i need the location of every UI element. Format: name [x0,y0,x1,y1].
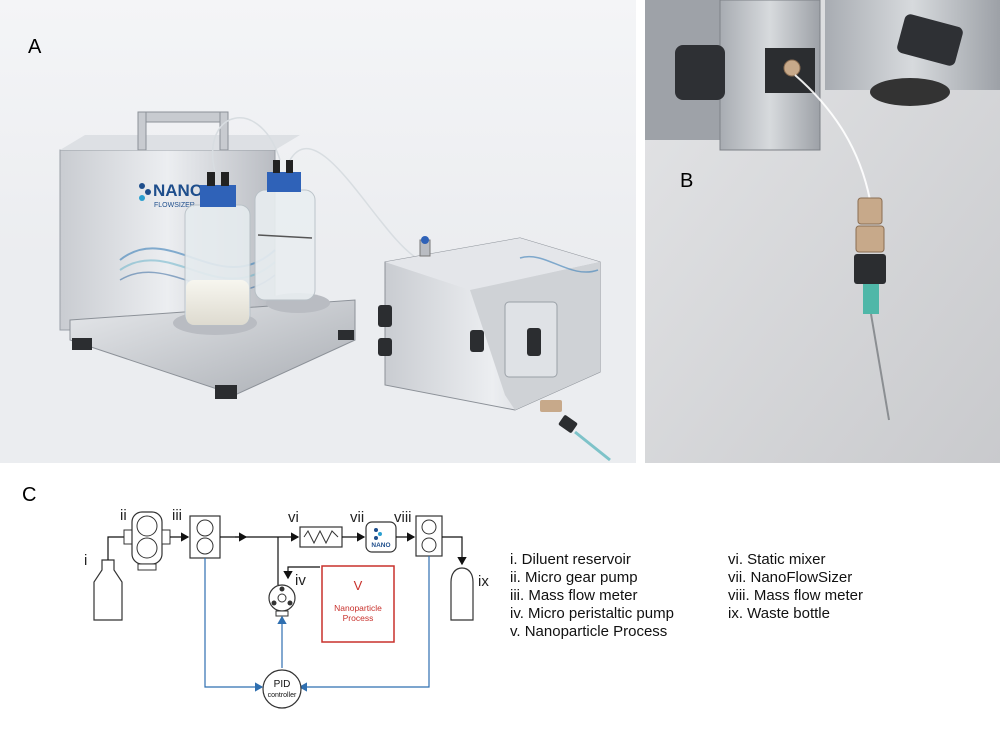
pid-label: PID [274,679,291,690]
legend-item-i: i. Diluent reservoir [510,551,631,568]
connector-closeup-photo [645,0,1000,463]
panel-label-a: A [28,36,42,58]
legend-item-ii: ii. Micro gear pump [510,569,638,586]
nfs-icon-text: NANO [371,542,390,549]
panel-label-c: C [22,484,37,506]
mass-flow-meter-1-icon [189,515,221,559]
process-box-line1: Nanoparticle [334,603,382,613]
legend-item-v: v. Nanoparticle Process [510,623,668,640]
diluent-reservoir-icon [93,559,123,621]
brand-text-flowsizer: FLOWSIZER [154,202,195,209]
nano-flowsizer-logo: NANO FLOWSIZER [139,181,203,209]
pid-sublabel: controller [268,692,297,699]
legend-item-ix: ix. Waste bottle [728,605,830,622]
label-ix: ix [478,573,489,590]
label-viii: viii [394,509,412,526]
label-ii: ii [120,507,127,524]
legend-item-viii: viii. Mass flow meter [728,587,864,604]
mass-flow-meter-2-icon [415,515,443,557]
device-setup-photo: NANO FLOWSIZER [0,0,636,463]
legend-item-iv: iv. Micro peristaltic pump [510,605,674,622]
schematic-panel-c: C i ii [0,470,1000,747]
micro-gear-pump-icon [123,511,171,571]
label-i: i [84,552,87,569]
legend-item-iii: iii. Mass flow meter [510,587,638,604]
panel-label-b: B [680,170,694,192]
nanoflowsizer-icon: NANO [365,521,397,553]
label-iv: iv [295,572,306,589]
label-iii: iii [172,507,182,524]
process-box-line2: Process [343,613,374,623]
legend-item-vii: vii. NanoFlowSizer [728,569,853,586]
waste-bottle-icon [450,567,474,621]
photo-panel-a: NANO FLOWSIZER [0,0,636,463]
pid-controller-node: PID controller [262,669,302,709]
micro-peristaltic-pump-icon [268,584,296,617]
static-mixer-icon [299,526,343,548]
process-box-title: V [354,578,363,593]
label-vi: vi [288,509,299,526]
brand-text-nano: NANO [153,181,203,200]
photo-panel-b: B [645,0,1000,463]
process-flow-diagram: i ii iii [84,507,489,709]
label-vii: vii [350,509,364,526]
legend-item-vi: vi. Static mixer [728,551,826,568]
nanoparticle-process-box: V Nanoparticle Process [321,565,395,643]
